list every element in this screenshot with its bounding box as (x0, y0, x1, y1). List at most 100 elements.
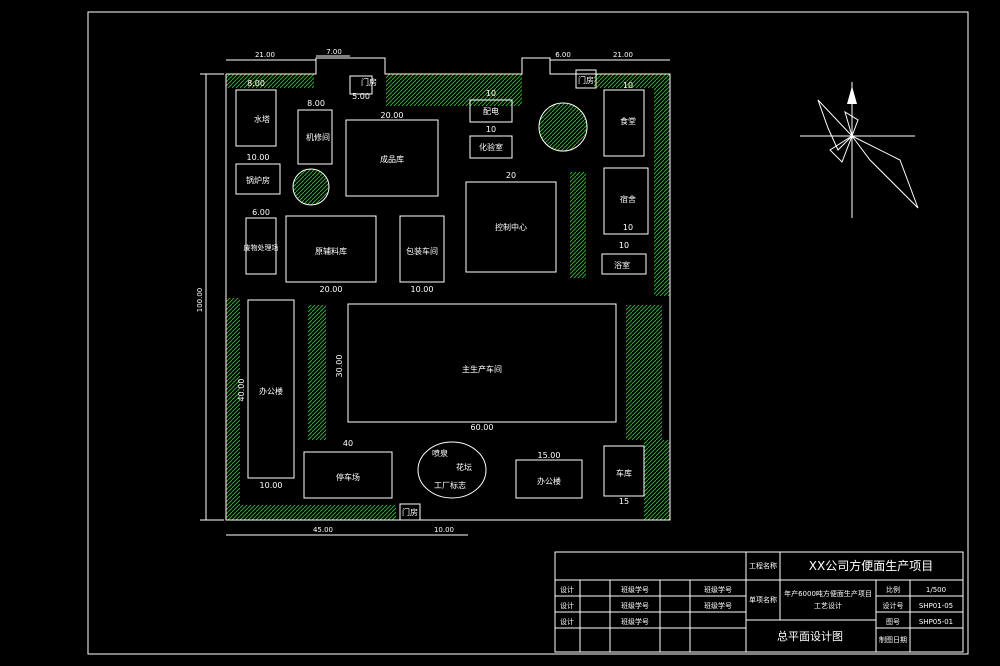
packing-shop (399, 215, 445, 283)
control-center (465, 181, 557, 273)
tb-scale-label: 比例 (886, 585, 900, 594)
dim-top-left: 21.00 (255, 51, 275, 59)
boiler-room (235, 163, 281, 195)
north-arrow-icon (800, 82, 919, 218)
gate-north-b-label: 门房 (578, 75, 594, 85)
garage-w: 15 (619, 497, 629, 506)
office-label: 办公楼 (259, 386, 283, 396)
dorm-w: 10 (623, 223, 633, 232)
tb-project-label: 工程名称 (749, 561, 777, 570)
buildings (235, 69, 649, 521)
office-w: 10.00 (260, 481, 283, 490)
finished-store-label: 成品库 (380, 154, 404, 164)
control-label: 控制中心 (495, 222, 527, 232)
tb-design-no-label: 设计号 (883, 601, 904, 610)
parking-lot (303, 451, 393, 499)
raw-store-label: 原辅料库 (315, 246, 347, 256)
plaza (417, 441, 487, 499)
dorm-label: 宿舍 (620, 194, 636, 204)
waste-station (245, 217, 277, 275)
tb-row3-role: 设计 (560, 617, 574, 626)
dormitory (603, 167, 649, 235)
tb-design-no: SHP01-05 (919, 602, 953, 610)
water-tower-w: 8.00 (247, 79, 265, 88)
plaza-line3: 工厂标志 (434, 480, 466, 490)
lab-label: 化验室 (479, 142, 503, 152)
dim-bottom-gate: 10.00 (434, 526, 454, 534)
parking-label: 停车场 (336, 472, 360, 482)
garage (603, 445, 645, 497)
tb-unit-line1: 年产6000吨方便面生产项目 (784, 589, 872, 598)
dim-top-right-gap: 6.00 (555, 51, 571, 59)
shower-label: 浴室 (614, 260, 630, 270)
packing-w: 10.00 (411, 285, 434, 294)
admin-office-label: 办公楼 (537, 476, 561, 486)
dimension-lines (200, 55, 670, 536)
canteen-label: 食堂 (620, 116, 636, 126)
water-tower (235, 89, 277, 147)
title-block (554, 551, 964, 653)
tb-row3-name: 班级学号 (621, 617, 649, 626)
gate-north-b (575, 69, 597, 89)
gate-south (399, 503, 421, 521)
packing-label: 包装车间 (406, 246, 438, 256)
main-workshop-label: 主生产车间 (462, 364, 502, 374)
admin-office-w: 15.00 (538, 451, 561, 460)
plaza-line1: 喷泉 (432, 448, 448, 458)
shower-w: 10 (619, 241, 629, 250)
tb-row2-name: 班级学号 (621, 601, 649, 610)
garage-label: 车库 (616, 468, 632, 478)
tb-drawing-no-label: 图号 (886, 618, 900, 626)
site-boundary (225, 57, 671, 521)
gate-north-a-label: 门房 (361, 77, 377, 87)
boiler-w: 10.00 (247, 153, 270, 162)
shower-room (601, 253, 647, 275)
waste-w: 6.00 (252, 208, 270, 217)
dim-top-gap: 7.00 (326, 48, 342, 56)
office-h: 40.00 (237, 379, 246, 402)
tb-row2-extra: 班级学号 (704, 601, 732, 610)
finished-store-w: 20.00 (381, 111, 404, 120)
tb-row1-role: 设计 (560, 585, 574, 594)
plaza-line2: 花坛 (456, 462, 472, 472)
tb-drawing-no: SHP05-01 (919, 618, 953, 626)
office-building (247, 299, 295, 479)
gate-north-a-width: 5.00 (352, 92, 370, 101)
boiler-label: 锅炉房 (246, 175, 270, 185)
tb-unit-label: 单项名称 (749, 595, 777, 604)
repair-shop (297, 109, 333, 165)
power-room (469, 99, 513, 123)
parking-w: 40 (343, 439, 353, 448)
main-workshop-w: 60.00 (471, 423, 494, 432)
finished-store (345, 119, 439, 197)
gate-north-a (349, 75, 373, 95)
tb-project-title: XX公司方便面生产项目 (809, 558, 933, 573)
tb-row2-role: 设计 (560, 601, 574, 610)
repair-label: 机修间 (306, 132, 330, 142)
power-room-label: 配电 (483, 106, 499, 116)
drawing-frame (87, 11, 969, 655)
dim-bottom-width: 45.00 (313, 526, 333, 534)
dim-left-height: 100.00 (196, 288, 204, 313)
tb-date-label: 制图日期 (879, 635, 907, 644)
tb-scale-value: 1/500 (926, 586, 946, 594)
waste-label: 废物处理场 (244, 243, 279, 252)
raw-store (285, 215, 377, 283)
dim-top-right: 21.00 (613, 51, 633, 59)
power-room-w: 10 (486, 89, 496, 98)
canteen (603, 89, 645, 157)
admin-office (515, 459, 583, 499)
tb-row1-extra: 班级学号 (704, 585, 732, 594)
water-tower-label: 水塔 (254, 114, 270, 124)
gate-south-label: 门房 (402, 507, 418, 517)
tb-unit-line2: 工艺设计 (814, 601, 842, 610)
raw-store-w: 20.00 (320, 285, 343, 294)
tb-drawing-title: 总平面设计图 (777, 629, 843, 643)
main-workshop (347, 303, 617, 423)
canteen-w: 10 (623, 81, 633, 90)
tb-row1-name: 班级学号 (621, 585, 649, 594)
lab-w: 10 (486, 125, 496, 134)
lab-room (469, 135, 513, 159)
